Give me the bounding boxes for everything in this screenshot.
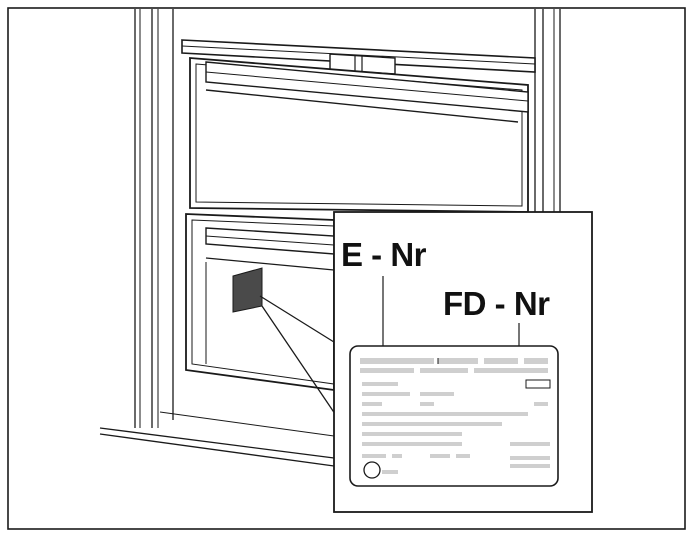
cabinet-base	[99, 411, 335, 467]
fd-nr-label: FD - Nr	[443, 285, 550, 322]
e-nr-label: E - Nr	[341, 236, 427, 273]
rating-plate	[349, 345, 559, 487]
rating-plate-marker	[232, 267, 263, 313]
upper-drawer	[189, 57, 529, 213]
cabinet-walls	[134, 9, 561, 428]
